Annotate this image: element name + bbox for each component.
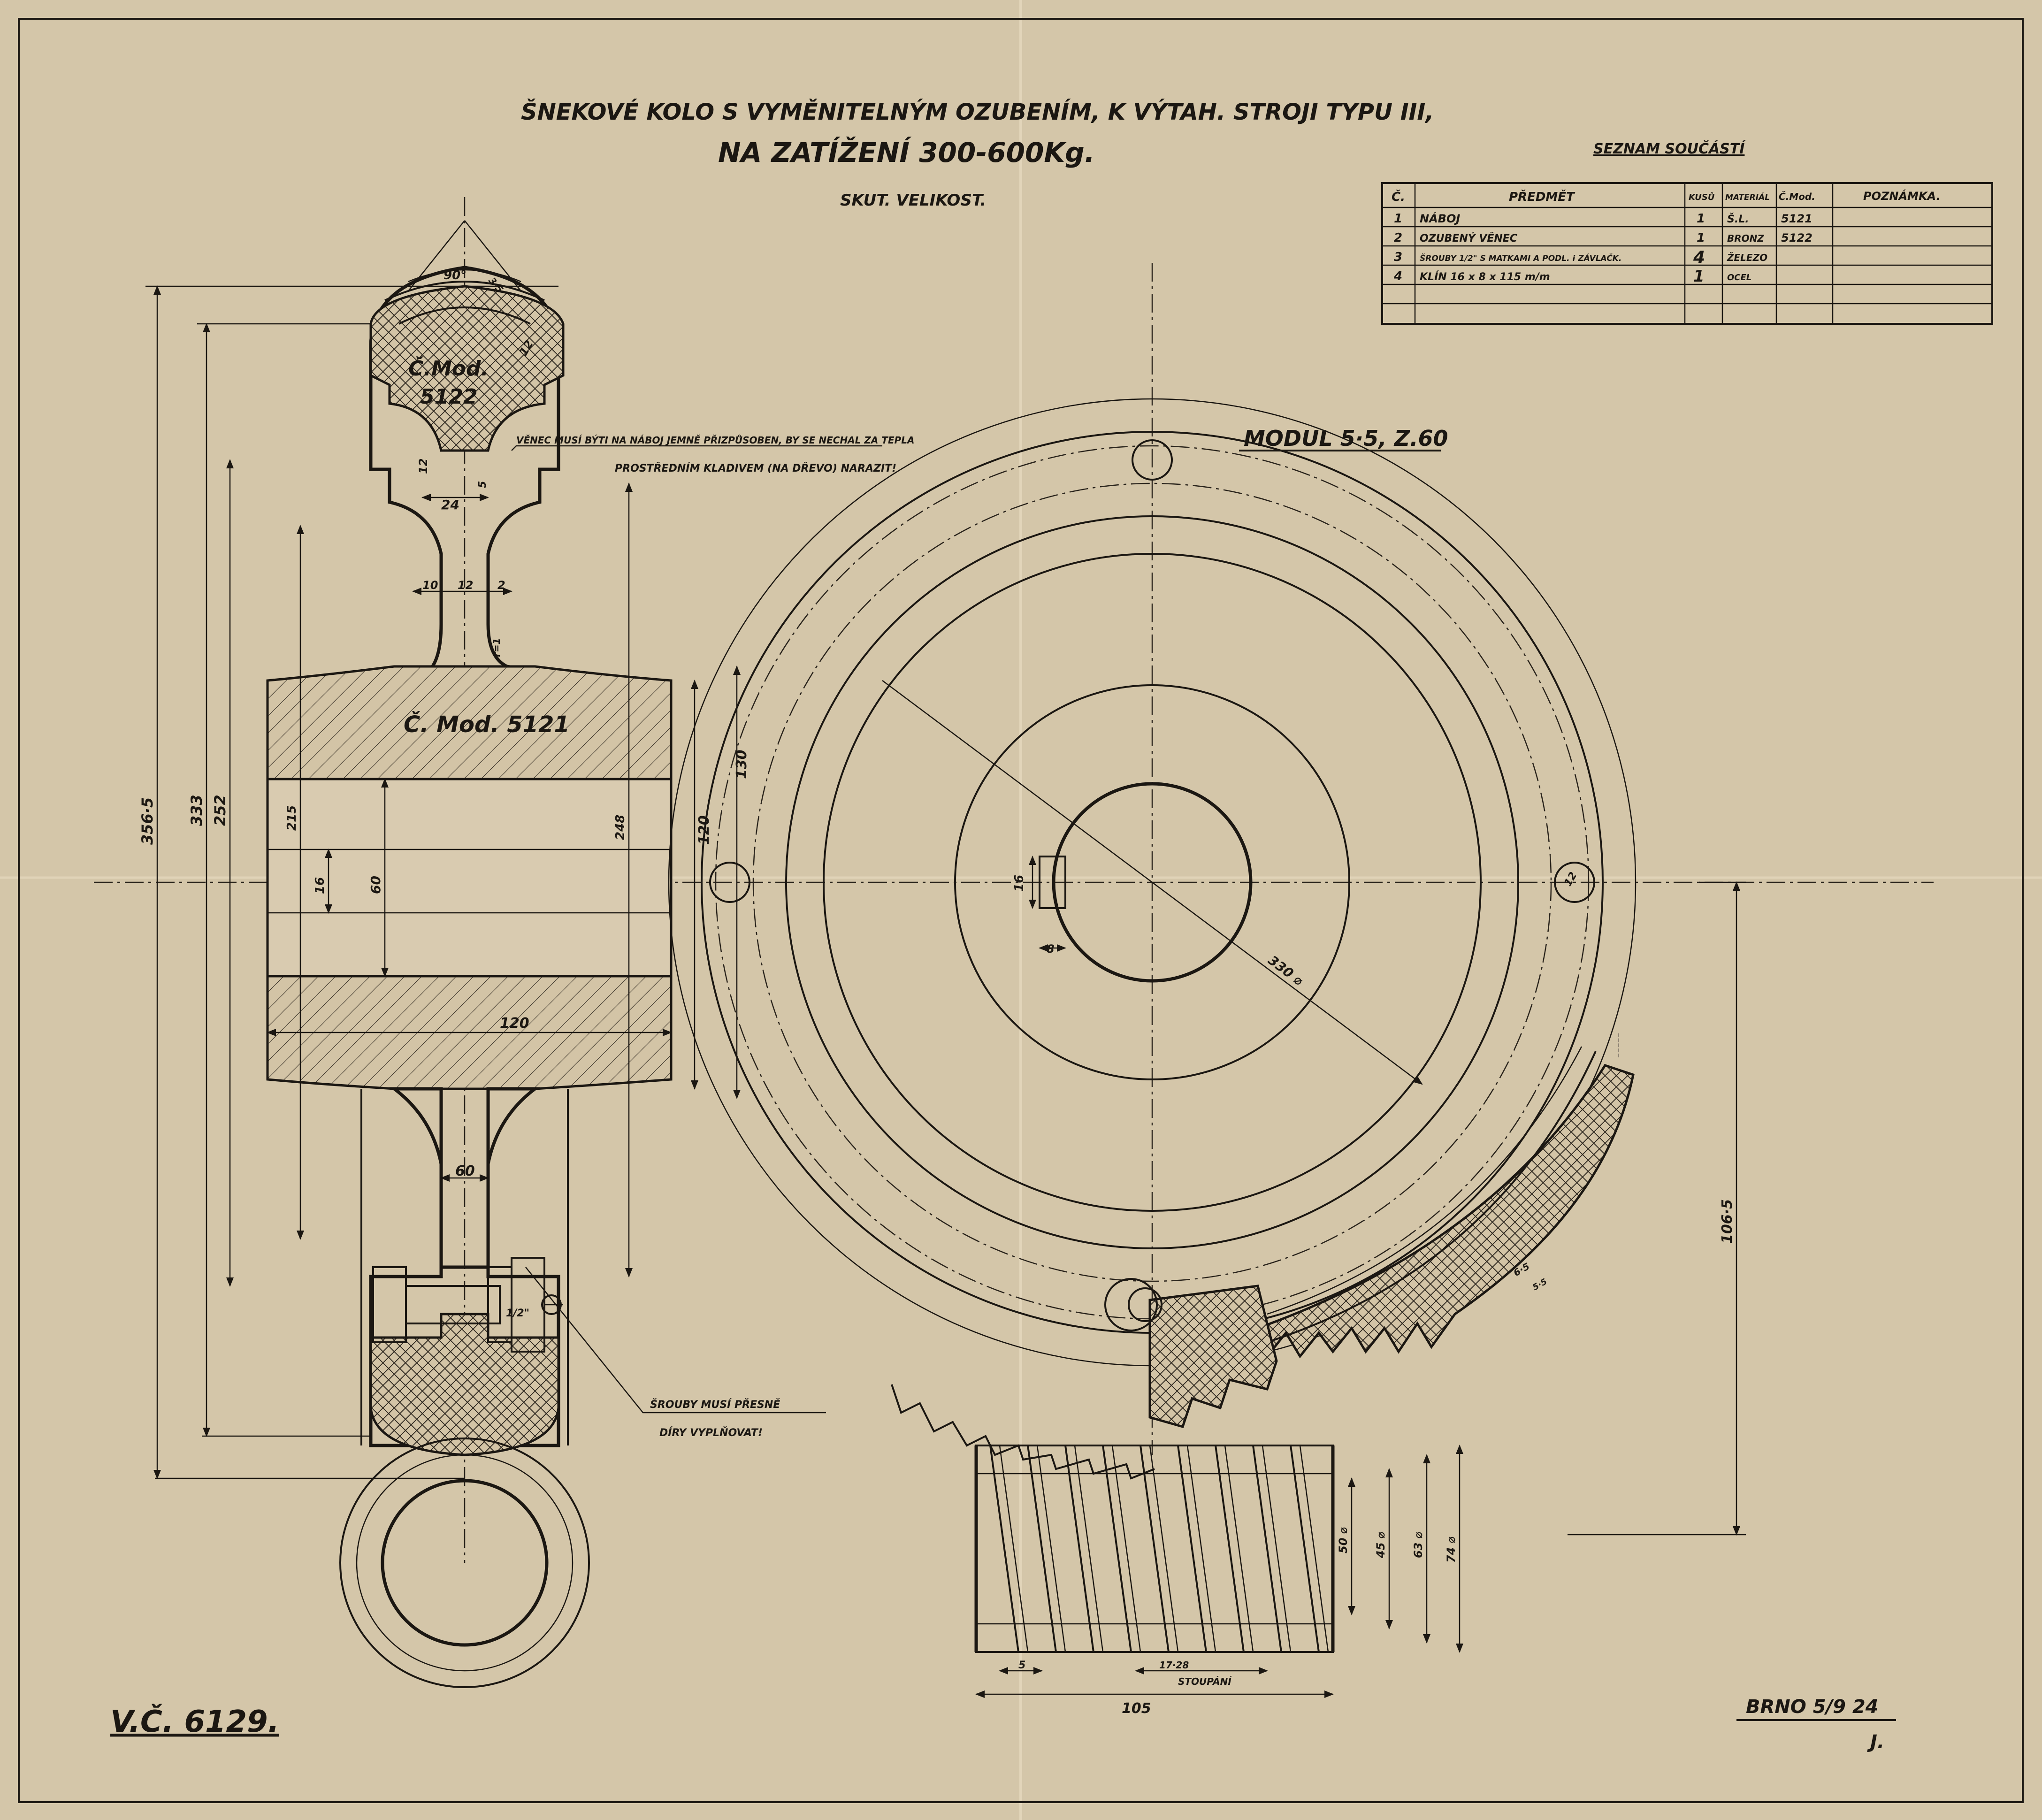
hub-outer-circle [785, 515, 1519, 1249]
drawing-border [18, 18, 2024, 1803]
dim-worm-stoupani: STOUPÁNÍ [1178, 1676, 1232, 1687]
col-material: MATERIÁL [1725, 192, 1770, 202]
row4-qty: 1 [1693, 267, 1705, 286]
dim-key-8: 8 [1047, 942, 1055, 956]
parts-list: SEZNAM SOUČÁSTÍ Č. PŘEDMĚT KUSŮ MATERIÁL… [1381, 140, 1993, 325]
pencil-annotation: ----- [1611, 1032, 1627, 1058]
dim-worm-63: 63 ⌀ [1412, 1532, 1425, 1558]
bolt-assembly [372, 1257, 563, 1353]
dim-248: 248 [613, 815, 627, 840]
rim-outline-upper [369, 266, 568, 678]
mesh-section [1148, 1285, 1278, 1429]
row4-no: 4 [1393, 269, 1402, 283]
hub-boss-circle [954, 684, 1350, 1080]
col-item: PŘEDMĚT [1509, 189, 1575, 204]
initials: J. [1867, 1731, 1884, 1753]
hub-model-label: Č. Mod. 5121 [404, 711, 570, 738]
row4-item: KLÍN 16 x 8 x 115 m/m [1420, 271, 1550, 283]
row2-model: 5122 [1781, 231, 1813, 245]
dim-12-b: 12 [458, 579, 473, 592]
bolt-hole-right [1554, 862, 1595, 903]
hub-section-upper [266, 665, 673, 780]
row3-material: ŽELEZO [1727, 252, 1767, 263]
dim-10: 10 [422, 579, 438, 592]
row2-item: OZUBENÝ VĚNEC [1420, 232, 1517, 245]
dim-2: 2 [497, 579, 505, 592]
hub-web-circle [823, 553, 1482, 1212]
note-rim-line2: PROSTŘEDNÍM KLADIVEM (NA DŘEVO) NARAZIT! [615, 462, 896, 474]
bolt-hole-top [1132, 439, 1173, 481]
note-bolts-line1: ŠROUBY MUSÍ PŘESNĚ [650, 1399, 780, 1411]
rim-model-number: 5122 [420, 385, 477, 409]
dim-60v: 60 [368, 876, 383, 894]
col-no: Č. [1392, 189, 1405, 204]
worm-end-mid [356, 1454, 574, 1672]
row1-item: NÁBOJ [1420, 212, 1460, 225]
row1-material: Š.L. [1727, 213, 1749, 225]
dim-333: 333 [188, 795, 206, 826]
col-note: POZNÁMKA. [1863, 189, 1941, 203]
row4-material: OCEL [1727, 273, 1751, 283]
dim-1-2: 1/2" [506, 1308, 529, 1319]
keyway [1039, 856, 1066, 909]
row2-no: 2 [1394, 231, 1402, 245]
module-label: MODUL 5·5, Z.60 [1244, 426, 1448, 451]
rim-hatched-tooth-upper [369, 285, 565, 452]
dim-5: 5 [477, 481, 489, 488]
dim-worm-17-28: 17·28 [1159, 1659, 1189, 1671]
worm-shaft [974, 1445, 1335, 1653]
note-bolts-line2: DÍRY VYPLŇOVAT! [659, 1427, 763, 1439]
place-date: BRNO 5/9 24 [1746, 1696, 1879, 1718]
dim-angle: 90° [444, 268, 467, 283]
dim-16: 16 [313, 877, 327, 894]
parts-list-heading: SEZNAM SOUČÁSTÍ [1593, 140, 1746, 157]
worm-end-inner [381, 1479, 549, 1647]
rim-model-label: Č.Mod. [408, 356, 489, 381]
col-model: Č.Mod. [1779, 191, 1815, 202]
row1-qty: 1 [1697, 212, 1705, 226]
dim-worm-50: 50 ⌀ [1337, 1527, 1350, 1553]
rim-arc-inner [398, 306, 531, 325]
dim-106-5: 106·5 [1719, 1199, 1736, 1244]
dim-215: 215 [285, 805, 299, 831]
bolt-circle [752, 482, 1552, 1282]
dim-key-16: 16 [1012, 875, 1026, 892]
row1-model: 5121 [1781, 212, 1813, 225]
title-line2: NA ZATÍŽENÍ 300-600Kg. [718, 136, 1095, 168]
title-line1: ŠNEKOVÉ KOLO S VYMĚNITELNÝM OZUBENÍM, K … [521, 99, 1434, 125]
dim-worm-5: 5 [1018, 1659, 1025, 1671]
hub-bore [266, 778, 673, 978]
dim-worm-105: 105 [1122, 1700, 1151, 1717]
row3-no: 3 [1394, 250, 1402, 264]
drawing-number: V.Č. 6129. [110, 1704, 279, 1739]
dim-252: 252 [211, 795, 229, 826]
dim-120h: 120 [500, 1015, 529, 1032]
row3-qty: 4 [1693, 248, 1705, 267]
bolt-hole-left [709, 862, 750, 903]
dim-130: 130 [734, 749, 750, 779]
bore-circle [1052, 782, 1253, 983]
dim-24: 24 [441, 497, 459, 512]
rim-arc-outer [384, 281, 545, 301]
gear-teeth-sector [1256, 1064, 1635, 1359]
note-rim-line1: VĚNEC MUSÍ BÝTI NA NÁBOJ JEMNĚ PŘIZPŮSOB… [516, 435, 915, 446]
row1-no: 1 [1394, 212, 1402, 226]
dim-60h: 60 [455, 1163, 475, 1179]
row3-item: ŠROUBY 1/2" S MATKAMI A PODL. i ZÁVLAČK. [1420, 253, 1621, 263]
section-view [94, 197, 1934, 1688]
row2-material: BRONZ [1727, 233, 1764, 244]
dim-12-a: 12 [417, 459, 430, 474]
dim-worm-74: 74 ⌀ [1445, 1537, 1458, 1563]
front-view [668, 263, 1746, 1698]
dim-worm-45: 45 ⌀ [1374, 1532, 1387, 1559]
worm-end-outer [339, 1438, 590, 1688]
title-line3: SKUT. VELIKOST. [840, 191, 986, 210]
col-qty: KUSŮ [1689, 192, 1715, 202]
dim-356-5: 356·5 [138, 797, 156, 845]
dim-r1: r=1 [491, 638, 502, 657]
row2-qty: 1 [1697, 231, 1705, 245]
